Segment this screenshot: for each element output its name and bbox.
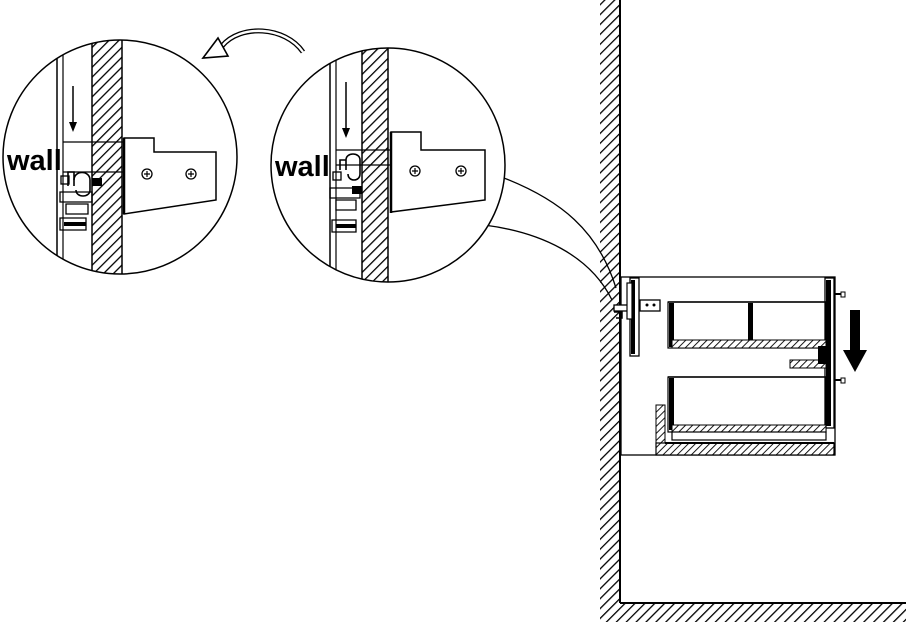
detail-circle-after: wall — [2, 39, 238, 275]
cabinet-base — [655, 404, 835, 456]
detail-circle-before: wall — [270, 47, 506, 283]
floor-hatch — [600, 603, 906, 622]
screw-icon — [185, 168, 197, 180]
detail-left-wall-label: wall — [6, 145, 62, 177]
wall-hatch — [600, 0, 620, 606]
wall-and-floor — [600, 0, 906, 622]
screw-icon — [409, 165, 421, 177]
hanging-bracket — [613, 282, 661, 320]
callout-pointer — [483, 177, 617, 301]
down-arrow-icon — [843, 310, 867, 372]
curved-arrow-icon — [201, 28, 306, 59]
detail-right-wall-label: wall — [274, 151, 330, 183]
lower-drawer — [667, 376, 827, 441]
screw-icon — [141, 168, 153, 180]
cabinet — [613, 276, 846, 456]
upper-drawer — [667, 301, 827, 349]
screw-icon — [455, 165, 467, 177]
